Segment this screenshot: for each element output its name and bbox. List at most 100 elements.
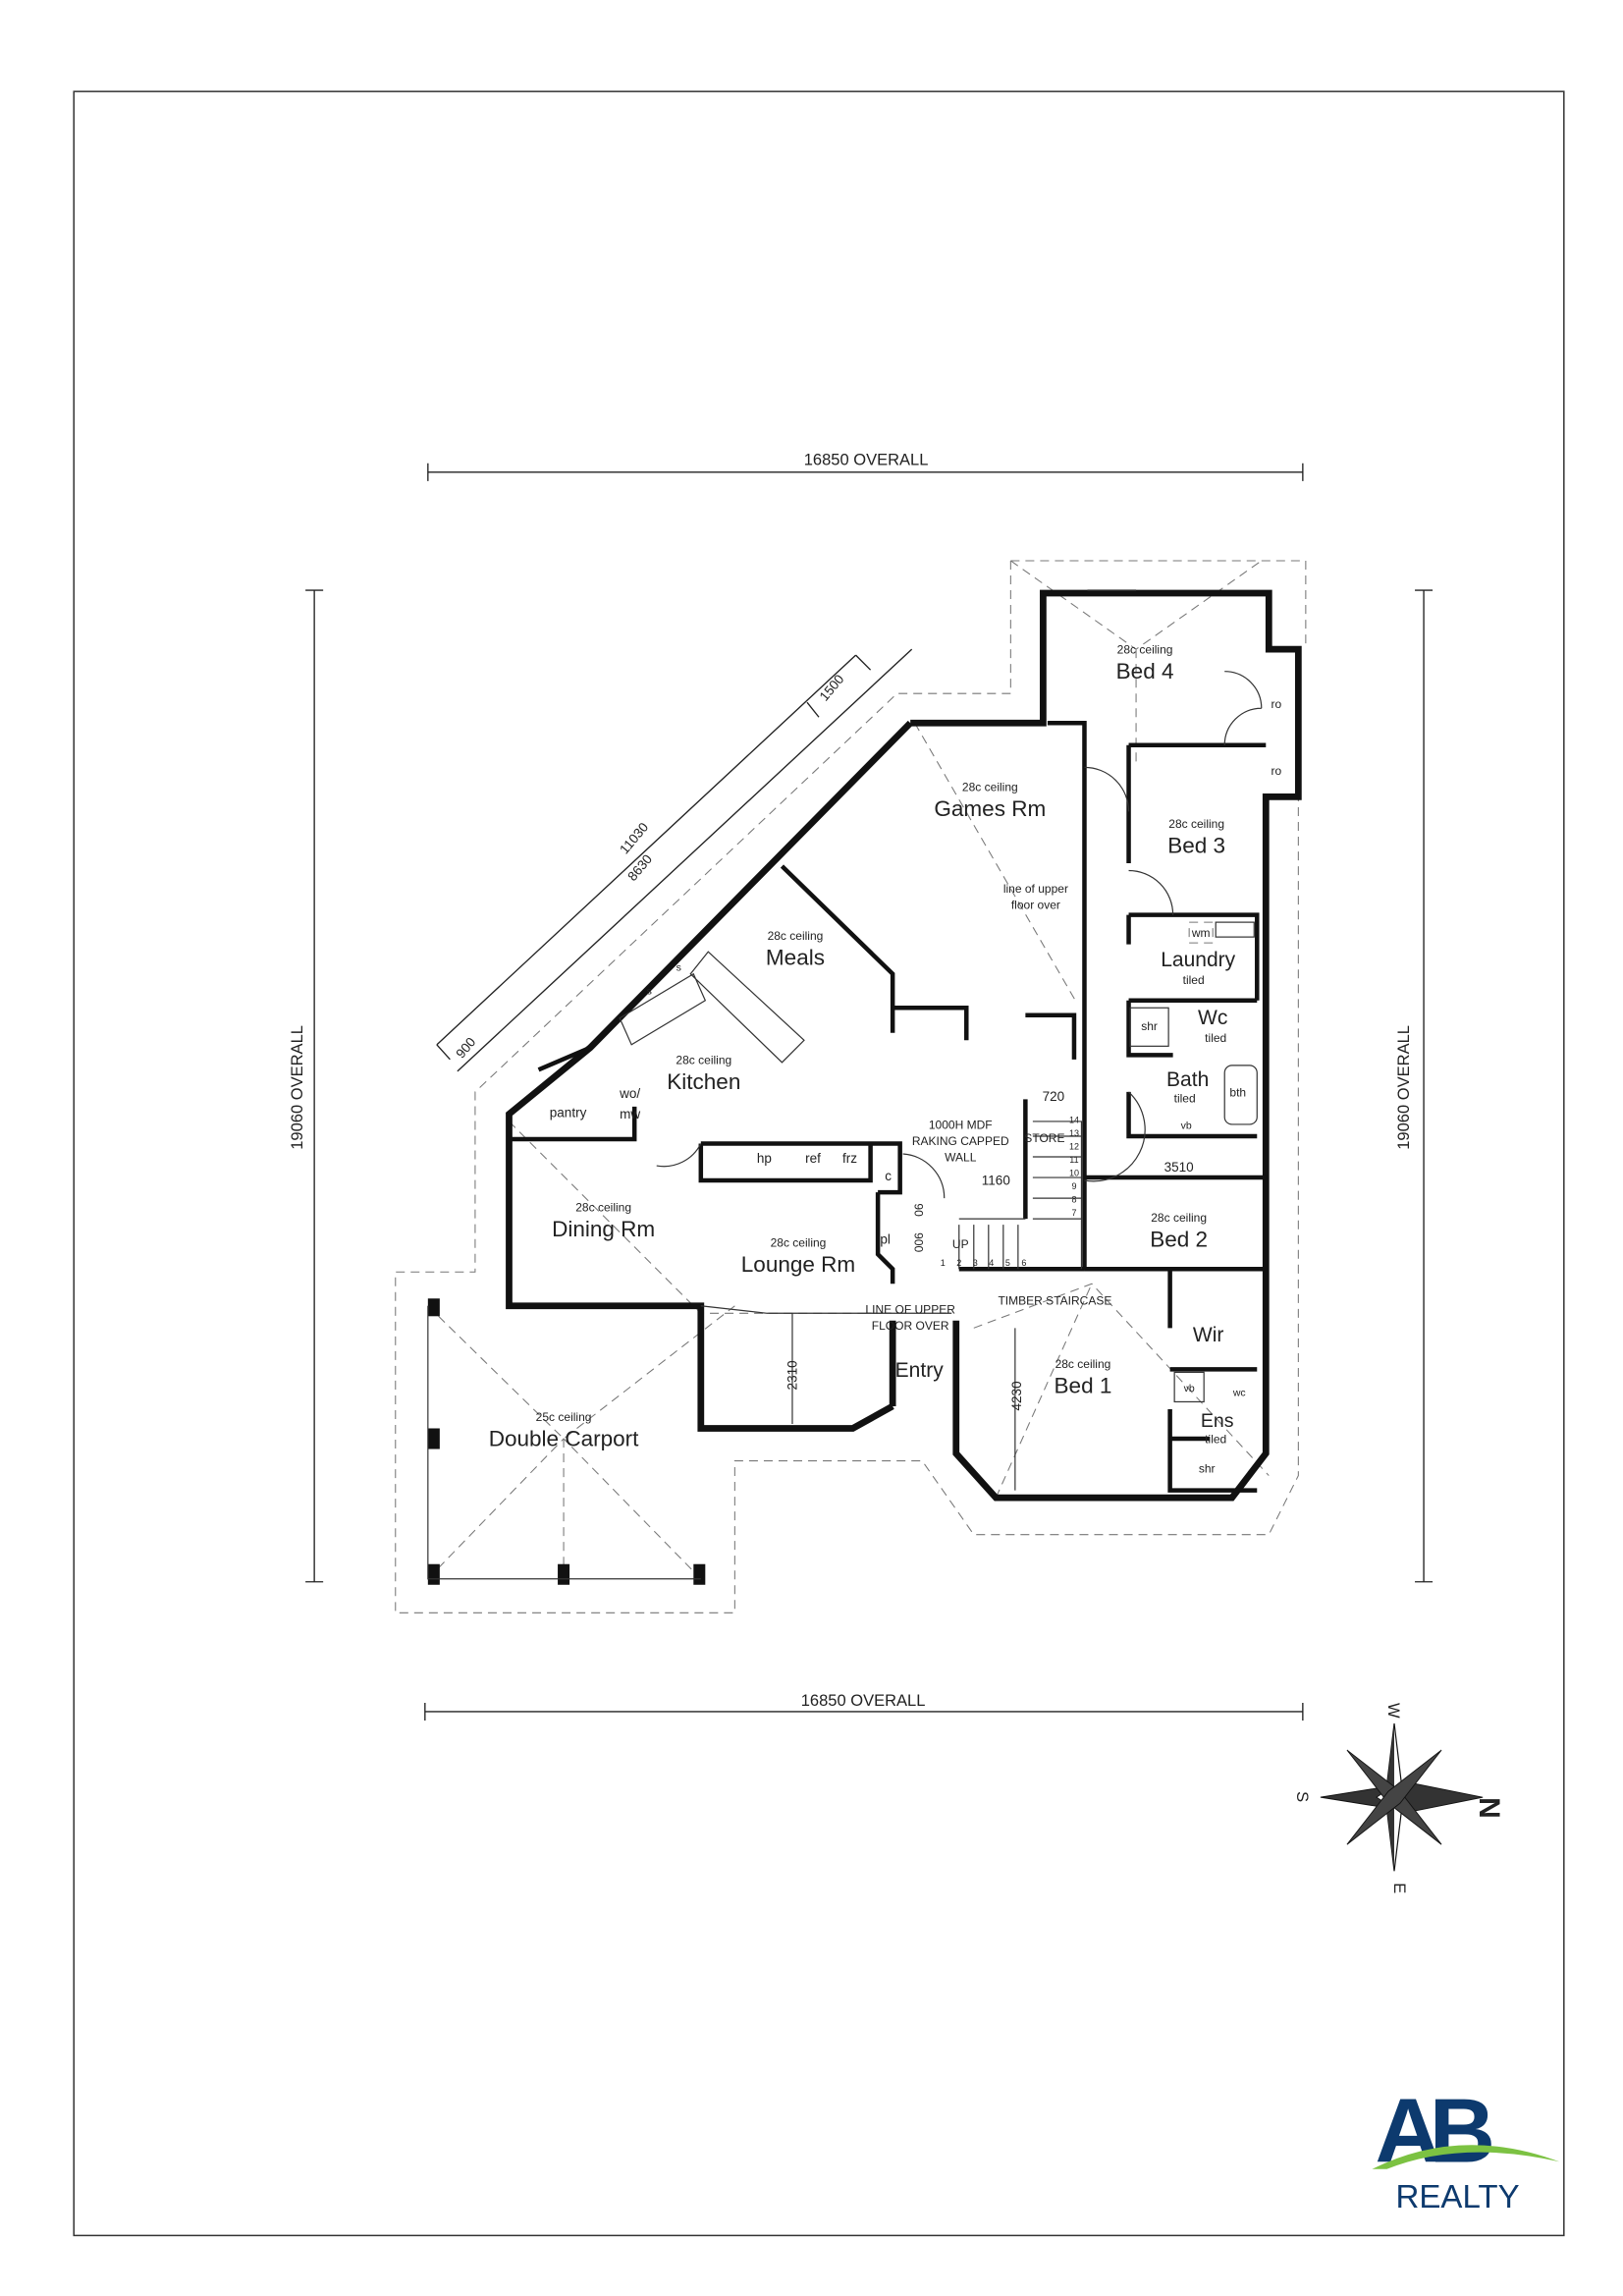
notes-timber-label: TIMBER STAIRCASE <box>998 1293 1111 1307</box>
fixtures-wc-ens-label: wc <box>1232 1387 1246 1398</box>
room-ceiling-label: 28c ceiling <box>676 1053 731 1066</box>
notes-upper-1-label: LINE OF UPPER <box>865 1302 955 1316</box>
fixtures-ro-1-label: ro <box>1271 697 1281 711</box>
room-name-label: Bed 3 <box>1167 833 1225 857</box>
dimensions-hall-900-label: 900 <box>912 1232 926 1252</box>
room-ceiling-label: 28c ceiling <box>1151 1211 1207 1225</box>
stair-step-number: 10 <box>1069 1169 1079 1178</box>
stair-step-number: 6 <box>1021 1258 1026 1268</box>
wet-areas-bath-note-label: tiled <box>1174 1091 1196 1105</box>
dimensions-lounge-depth-label: 2310 <box>784 1360 799 1390</box>
fixtures-wm-label: wm <box>1191 926 1211 940</box>
wet-areas-laundry-label: Laundry <box>1161 949 1235 971</box>
stair-step-number: 7 <box>1071 1208 1076 1218</box>
wet-areas-bath-label: Bath <box>1166 1068 1209 1091</box>
fixtures-bth-label: bth <box>1229 1085 1246 1099</box>
room-ceiling-label: 28c ceiling <box>1055 1357 1111 1371</box>
logo-swoosh <box>1372 2145 1560 2169</box>
wet-areas-wc-label: Wc <box>1198 1007 1227 1029</box>
notes-upper-2-label: FLOOR OVER <box>872 1319 949 1333</box>
room-name-label: Double Carport <box>489 1427 639 1451</box>
fixtures-pl-label: pl <box>880 1232 891 1247</box>
notes-mdf-3-label: WALL <box>945 1151 977 1165</box>
dimensions-diag-end-label: 1500 <box>817 672 847 704</box>
dimensions-hall-90-label: 90 <box>912 1203 926 1217</box>
interior-walls <box>509 589 1267 1493</box>
compass-north-label: N <box>1473 1797 1505 1819</box>
fixtures-vb-ens-label: vb <box>1184 1383 1195 1394</box>
fixtures-vb-bath-label: vb <box>1181 1120 1192 1131</box>
compass-south-label: S <box>1293 1791 1312 1802</box>
dimensions-bottom-label: 16850 OVERALL <box>801 1691 926 1710</box>
dimensions-right-label: 19060 OVERALL <box>1394 1025 1413 1150</box>
stair-step-number: 13 <box>1069 1128 1079 1138</box>
stair-step-number: 12 <box>1069 1142 1079 1152</box>
wet-areas-wc-note-label: tiled <box>1205 1031 1226 1045</box>
wet-areas-laundry-note-label: tiled <box>1183 973 1205 987</box>
fixtures-store-label: STORE <box>1024 1131 1064 1145</box>
dimensions-store-width-label: 720 <box>1043 1089 1065 1104</box>
wet-areas-wir-label: Wir <box>1193 1324 1224 1346</box>
room-name-label: Bed 1 <box>1055 1373 1112 1397</box>
dimensions-top-label: 16850 OVERALL <box>804 450 929 468</box>
dimensions-bed2-width-label: 3510 <box>1164 1160 1194 1175</box>
notes-games-upper-1-label: line of upper <box>1003 882 1068 896</box>
fixtures-wo-label: wo/ <box>619 1086 640 1101</box>
stair-step-number: 14 <box>1069 1115 1079 1124</box>
room-ceiling-label: 28c ceiling <box>768 929 824 943</box>
notes-games-upper-2-label: floor over <box>1011 899 1060 912</box>
room-name-label: Bed 4 <box>1116 659 1174 683</box>
stair-step-number: 11 <box>1069 1155 1078 1165</box>
fixtures-up-label: UP <box>952 1237 969 1251</box>
fixtures-ro-2-label: ro <box>1271 764 1281 778</box>
stair-step-number: 8 <box>1071 1195 1076 1205</box>
plan-labels: 16850 OVERALL 16850 OVERALL 19060 OVERALL 1… <box>288 450 1413 1710</box>
dimensions-bed1-depth-label: 4230 <box>1009 1381 1024 1410</box>
room-name-label: Lounge Rm <box>741 1252 855 1277</box>
room-name-label: Dining Rm <box>552 1217 655 1241</box>
dimensions-diag-inner-label: 8630 <box>624 851 655 884</box>
ab-realty-logo: AB REALTY <box>1372 2079 1560 2215</box>
dimensions-diag-start-label: 900 <box>453 1034 478 1061</box>
room-ceiling-label: 25c ceiling <box>536 1410 592 1424</box>
exterior-walls <box>427 589 1302 1585</box>
dimension-lines <box>305 463 1434 1721</box>
fixtures-s1-label: s <box>647 986 652 998</box>
room-name-label: Meals <box>766 946 825 970</box>
fixtures-s2-label: s <box>676 962 681 974</box>
fixtures-shr-ens-label: shr <box>1199 1462 1216 1476</box>
wet-areas-entry-label: Entry <box>895 1359 945 1382</box>
room-ceiling-label: 28c ceiling <box>962 780 1018 793</box>
dimensions-diag-overall-label: 11030 <box>617 820 651 857</box>
stair-step-number: 1 <box>941 1258 946 1268</box>
stair-step-number: 9 <box>1071 1181 1076 1191</box>
compass-east-label: E <box>1390 1883 1409 1893</box>
room-name-label: Games Rm <box>934 796 1046 821</box>
compass-rose-icon: N S E W <box>1293 1703 1505 1893</box>
room-ceiling-label: 28c ceiling <box>1168 817 1224 831</box>
room-name-label: Bed 2 <box>1150 1228 1208 1252</box>
fixtures-pantry-label: pantry <box>550 1105 587 1120</box>
fixtures-frz-label: frz <box>842 1151 857 1166</box>
dimensions-left-label: 19060 OVERALL <box>288 1025 306 1150</box>
stair-step-number: 3 <box>973 1258 978 1268</box>
dimensions-stair-width-label: 1160 <box>982 1174 1010 1188</box>
fixtures-mw-label: mw <box>620 1107 640 1121</box>
stair-step-number: 2 <box>956 1258 961 1268</box>
sheet-border <box>73 90 1565 2237</box>
notes-mdf-2-label: RAKING CAPPED <box>912 1134 1009 1148</box>
fixtures-shr-bath-label: shr <box>1141 1019 1158 1033</box>
stair-step-number: 5 <box>1005 1258 1010 1268</box>
fixtures-hp-label: hp <box>757 1151 772 1166</box>
fixtures-c-label: c <box>885 1169 892 1183</box>
logo-word: REALTY <box>1396 2179 1520 2215</box>
notes-mdf-1-label: 1000H MDF <box>929 1118 993 1131</box>
room-ceiling-label: 28c ceiling <box>1117 643 1173 657</box>
room-ceiling-label: 28c ceiling <box>575 1201 631 1215</box>
wet-areas-ens-label: Ens <box>1201 1410 1234 1432</box>
room-ceiling-label: 28c ceiling <box>771 1236 827 1250</box>
fixtures-ref-label: ref <box>805 1151 821 1166</box>
compass-west-label: W <box>1384 1703 1403 1719</box>
stair-step-number: 4 <box>989 1258 994 1268</box>
